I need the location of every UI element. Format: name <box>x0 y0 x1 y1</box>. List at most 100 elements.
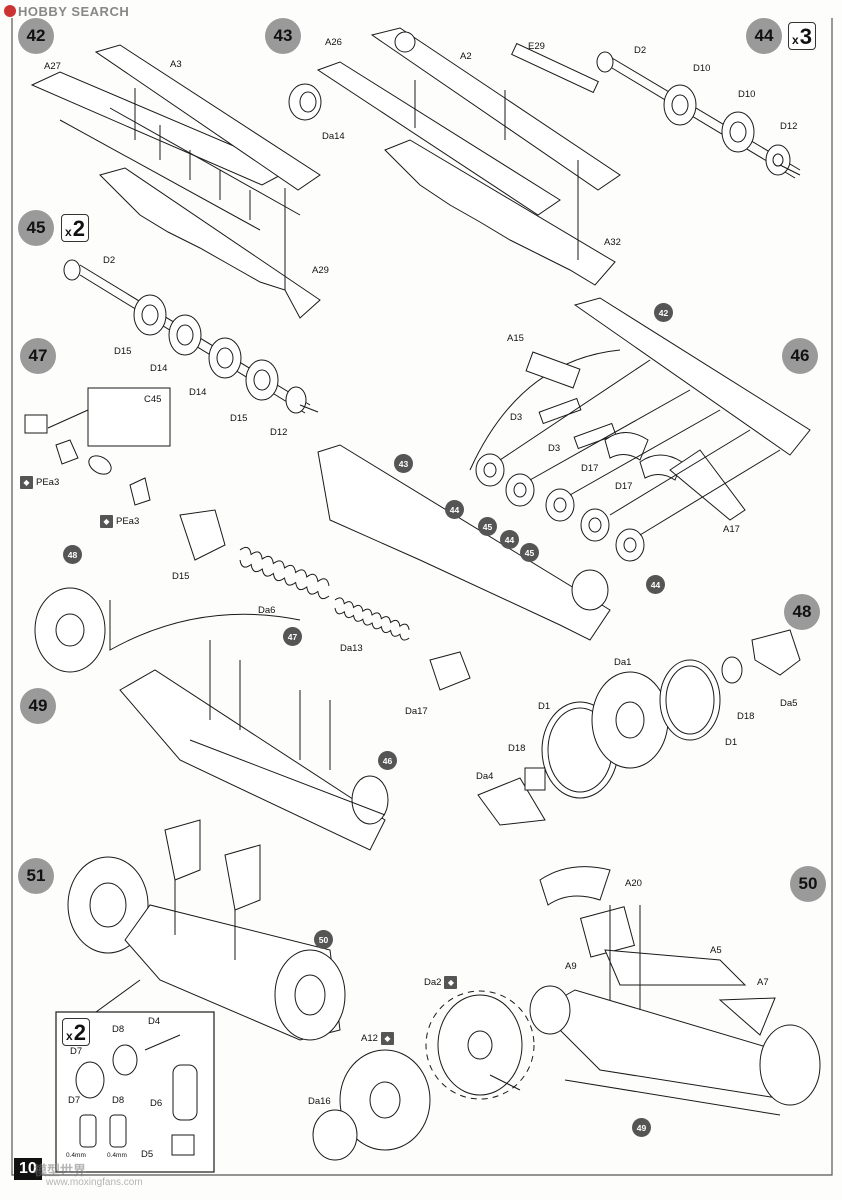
part-label: C45 <box>144 394 162 405</box>
step-46-badge: 46 <box>782 338 818 374</box>
part-label: D18 <box>508 743 526 754</box>
step-46-chassis-drawing <box>317 297 811 641</box>
step-48-badge: 48 <box>784 594 820 630</box>
part-label: D8 <box>112 1024 125 1035</box>
step-45-badge: 45 <box>18 210 54 246</box>
part-label: D12 <box>780 121 798 132</box>
photo-etch-part: ◆PEa3 <box>100 515 139 528</box>
part-label: A3 <box>170 59 182 70</box>
step-44-badge: 44 <box>746 18 782 54</box>
step-47-spring-drawing <box>24 387 471 691</box>
step-50-drive-drawing <box>312 866 821 1161</box>
part-label: D6 <box>150 1098 163 1109</box>
part-label: Da1 <box>614 657 632 668</box>
part-label: D17 <box>615 481 633 492</box>
ref-step-50: 50 <box>314 930 333 949</box>
ref-step-46: 46 <box>378 751 397 770</box>
part-label: D10 <box>693 63 711 74</box>
part-label: D1 <box>725 737 738 748</box>
ref-step-45: 45 <box>478 517 497 536</box>
part-label: D15 <box>230 413 248 424</box>
part-label: D14 <box>150 363 168 374</box>
step-43-rails-drawing <box>288 27 621 286</box>
part-label: D14 <box>189 387 207 398</box>
part-label: D2 <box>103 255 116 266</box>
part-label: A2 <box>460 51 472 62</box>
logo-mark-icon <box>4 5 16 17</box>
part-label: Da13 <box>340 643 363 654</box>
page-number: 10 <box>14 1158 42 1180</box>
resin-part-icon: ◆ <box>444 976 458 989</box>
part-label: A20 <box>625 878 642 889</box>
hobby-search-logo: HOBBY SEARCH <box>4 4 129 19</box>
part-label: A5 <box>710 945 722 956</box>
part-label: D7 <box>70 1046 83 1057</box>
part-label: A9 <box>565 961 577 972</box>
gap-note: 0.4mm <box>107 1152 127 1159</box>
step-43-badge: 43 <box>265 18 301 54</box>
part-label: Da16 <box>308 1096 331 1107</box>
part-label: A26 <box>325 37 342 48</box>
resin-part: A12◆ <box>361 1032 394 1045</box>
part-label: A32 <box>604 237 621 248</box>
part-label: D7 <box>68 1095 81 1106</box>
step-47-badge: 47 <box>20 338 56 374</box>
ref-step-45: 45 <box>520 543 539 562</box>
part-label: D4 <box>148 1016 161 1027</box>
ref-step-43: 43 <box>394 454 413 473</box>
part-label: E29 <box>528 41 545 52</box>
step-51-hull-drawing <box>55 819 346 1173</box>
part-label: D15 <box>114 346 132 357</box>
part-label: D10 <box>738 89 756 100</box>
part-label: D3 <box>548 443 561 454</box>
part-label: Da14 <box>322 131 345 142</box>
part-label: A15 <box>507 333 524 344</box>
part-label: Da6 <box>258 605 276 616</box>
part-label: D18 <box>737 711 755 722</box>
ref-step-47: 47 <box>283 627 302 646</box>
step-49-hull-drawing <box>34 587 389 851</box>
ref-step-48: 48 <box>63 545 82 564</box>
step-48-idler-drawing <box>477 629 801 826</box>
resin-part-icon: ◆ <box>380 1032 394 1045</box>
part-label: D1 <box>538 701 551 712</box>
watermark: 模型世界 <box>34 1163 87 1178</box>
part-label: Da5 <box>780 698 798 709</box>
ref-step-42: 42 <box>654 303 673 322</box>
photo-etch-part: ◆PEa3 <box>20 476 59 489</box>
ref-step-44: 44 <box>445 500 464 519</box>
step-51-badge: 51 <box>18 858 54 894</box>
part-label: A7 <box>757 977 769 988</box>
part-label: A27 <box>44 61 61 72</box>
step-49-badge: 49 <box>20 688 56 724</box>
step-50-badge: 50 <box>790 866 826 902</box>
ref-step-49: 49 <box>632 1118 651 1137</box>
part-label: A17 <box>723 524 740 535</box>
part-label: D15 <box>172 571 190 582</box>
assembly-arrows <box>299 164 801 1091</box>
part-label: A29 <box>312 265 329 276</box>
photo-etch-icon: ◆ <box>20 476 33 489</box>
part-label: D8 <box>112 1095 125 1106</box>
part-label: D2 <box>634 45 647 56</box>
ref-step-44: 44 <box>646 575 665 594</box>
resin-part: Da2◆ <box>424 976 458 989</box>
step-42-badge: 42 <box>18 18 54 54</box>
watermark-url: www.moxingfans.com <box>46 1177 143 1188</box>
part-label: D12 <box>270 427 288 438</box>
part-label: D3 <box>510 412 523 423</box>
gap-note: 0.4mm <box>66 1152 86 1159</box>
step-42-rails-drawing <box>30 44 321 319</box>
ref-step-44: 44 <box>500 530 519 549</box>
part-label: D5 <box>141 1149 154 1160</box>
part-label: Da4 <box>476 771 494 782</box>
part-label: D17 <box>581 463 599 474</box>
part-label: Da17 <box>405 706 428 717</box>
step-45-wheel-drawing <box>63 259 311 414</box>
photo-etch-icon: ◆ <box>100 515 113 528</box>
